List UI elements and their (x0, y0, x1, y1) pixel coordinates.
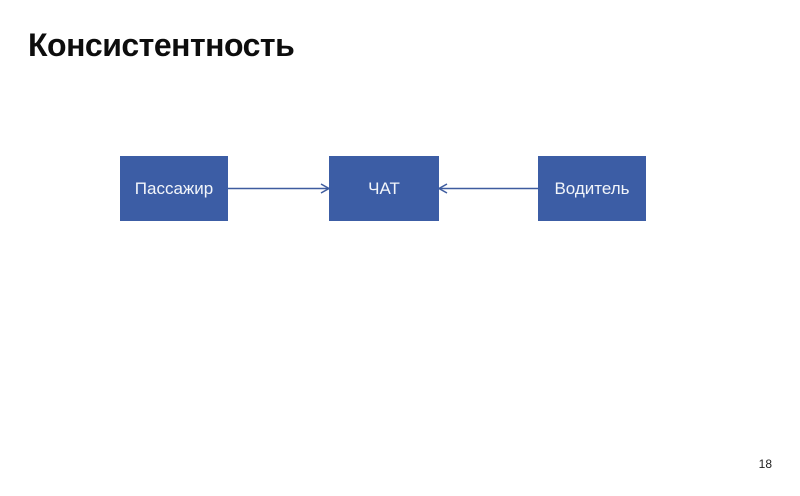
node-driver: Водитель (538, 156, 646, 221)
node-driver-label: Водитель (554, 179, 630, 198)
node-chat-label: ЧАТ (368, 179, 400, 198)
node-chat: ЧАТ (329, 156, 439, 221)
arrowhead-left-icon (437, 183, 448, 194)
page-number: 18 (758, 457, 772, 471)
slide-title: Консистентность (28, 27, 295, 63)
node-passenger: Пассажир (120, 156, 228, 221)
node-passenger-label: Пассажир (134, 179, 214, 198)
edge-passenger-to-chat (228, 183, 331, 194)
arrowhead-right-icon (320, 183, 331, 194)
